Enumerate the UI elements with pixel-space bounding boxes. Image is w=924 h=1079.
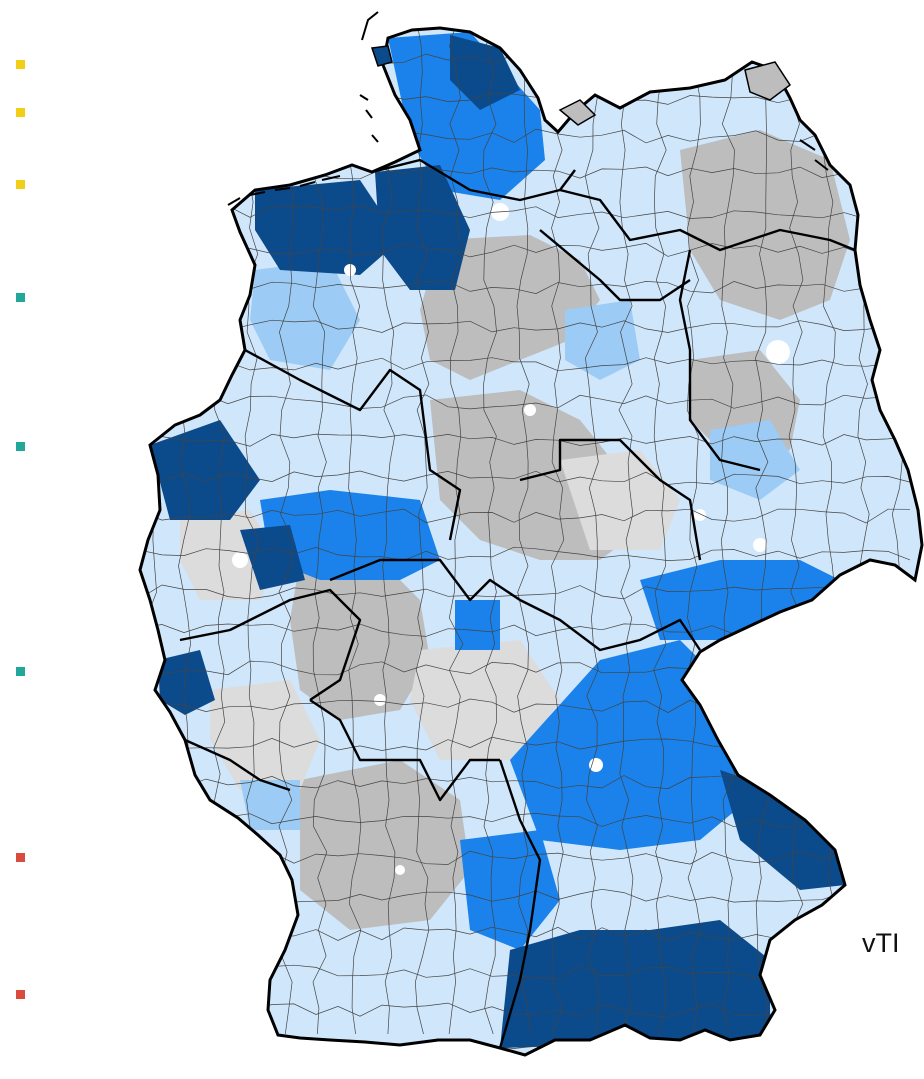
city-bremen (344, 264, 356, 276)
island-sylt (370, 45, 393, 67)
darkblue-region-north-fjord (450, 35, 520, 110)
city-berlin (766, 340, 790, 364)
islands (370, 45, 792, 126)
brightblue-region-swabia (460, 830, 560, 950)
border-nrw (244, 348, 462, 541)
border-sa-bb (678, 249, 761, 472)
legend-marker-3 (16, 180, 25, 189)
lightgrey-region-thuringia (560, 450, 680, 550)
brightblue-region-westfalia (260, 490, 440, 580)
city-leipzig (694, 509, 706, 521)
legend-marker-7 (16, 853, 25, 862)
legend-marker-5 (16, 442, 25, 451)
mediumblue-region-saxonyanhalt (565, 300, 640, 380)
legend-marker-6 (16, 667, 25, 676)
border-hesse-south (309, 699, 500, 802)
legend-marker-4 (16, 293, 25, 302)
border-saar (184, 738, 291, 792)
darkblue-region-stade (375, 165, 470, 290)
island-fehmarn (558, 99, 597, 126)
mediumblue-region-nrw (250, 260, 360, 370)
grey-region-hesse (290, 560, 430, 720)
border-mv (559, 188, 856, 252)
legend-marker-8 (16, 990, 25, 999)
grey-region-east (680, 130, 850, 320)
darkblue-region-lowerrhine (150, 420, 260, 520)
border-bw-bavaria (498, 759, 542, 1049)
darkblue-region-aachen (158, 650, 215, 715)
city-stuttgart (395, 865, 405, 875)
border-bavaria-north (519, 598, 701, 652)
darkblue-region-frisia (255, 180, 400, 275)
city-frankfurt (374, 694, 386, 706)
grey-region-southwest (300, 760, 470, 930)
darkblue-region-lowerbavaria (720, 770, 845, 890)
border-hesse (329, 558, 521, 602)
city-ruhr (232, 552, 248, 568)
city-hannover (524, 404, 536, 416)
grey-region-north (420, 235, 600, 380)
border-thur (519, 438, 702, 561)
coastline-details (227, 11, 829, 206)
darkblue-region-westerwald (240, 525, 305, 590)
lightgrey-region-rhine (210, 680, 320, 790)
darkblue-region-upperbavaria (500, 920, 770, 1048)
legend-marker-1 (16, 60, 25, 69)
mediumblue-region-saxony (710, 420, 800, 500)
legend-marker-2 (16, 108, 25, 117)
mediumblue-region-palatinate (240, 780, 300, 830)
city-munich (589, 758, 603, 772)
border-rp (179, 588, 362, 701)
border-sh-lower (371, 158, 576, 202)
border-lower-east (539, 229, 691, 302)
state-borders (179, 158, 856, 1049)
city-dresden (753, 538, 767, 552)
brightblue-region-hesse-east (455, 600, 500, 650)
island-rugen (744, 61, 792, 101)
credit-label: vTI (862, 928, 900, 958)
